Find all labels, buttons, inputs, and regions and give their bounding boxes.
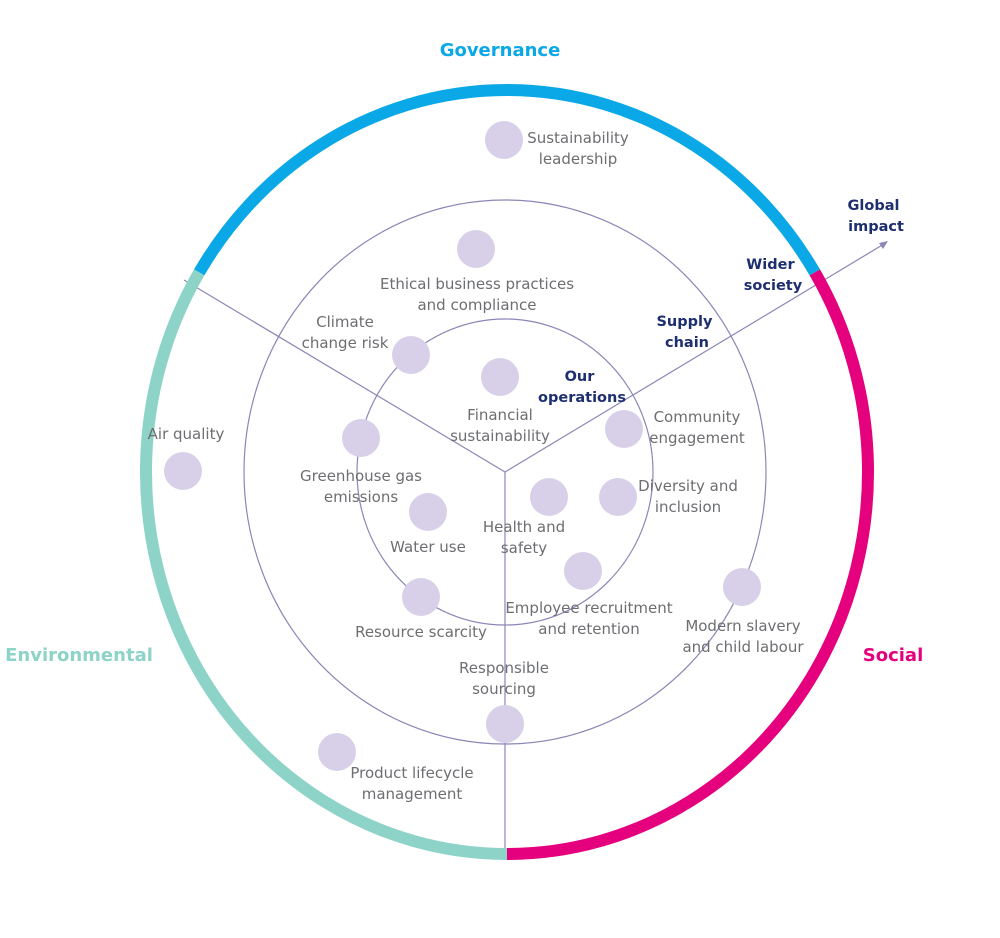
issue-dot [164,452,202,490]
level-label-wider-society: Wider society [744,257,803,294]
issue-air-quality: Air quality [148,425,225,490]
issue-dot [530,478,568,516]
issue-dot [723,568,761,606]
issue-dot [481,358,519,396]
issue-dot [409,493,447,531]
arrow-head-icon [879,241,888,249]
issue-label: Resource scarcity [355,623,487,641]
issue-dot [605,410,643,448]
environmental-label: Environmental [5,645,153,666]
governance-arc [194,84,820,276]
issue-dot [485,121,523,159]
governance-label: Governance [440,40,561,61]
issue-label: Air quality [148,425,225,443]
level-label-supply-chain: Supply chain [656,314,717,351]
issue-water-use: Water use [390,493,466,556]
issue-dot [457,230,495,268]
issue-label: Water use [390,538,466,556]
social-label: Social [863,645,924,666]
issue-dot [392,336,430,374]
issue-dot [402,578,440,616]
issue-dot [486,705,524,743]
divider-governance-environmental [183,279,506,473]
environmental-arc [140,269,508,860]
issue-dot [599,478,637,516]
social-arc [506,269,874,860]
level-label-global-impact: Global impact [847,198,904,235]
issue-dot [564,552,602,590]
issue-resource-scarcity: Resource scarcity [355,578,487,641]
issue-dot [342,419,380,457]
issue-dot [318,733,356,771]
level-label-our-operations: Our operations [538,369,626,406]
